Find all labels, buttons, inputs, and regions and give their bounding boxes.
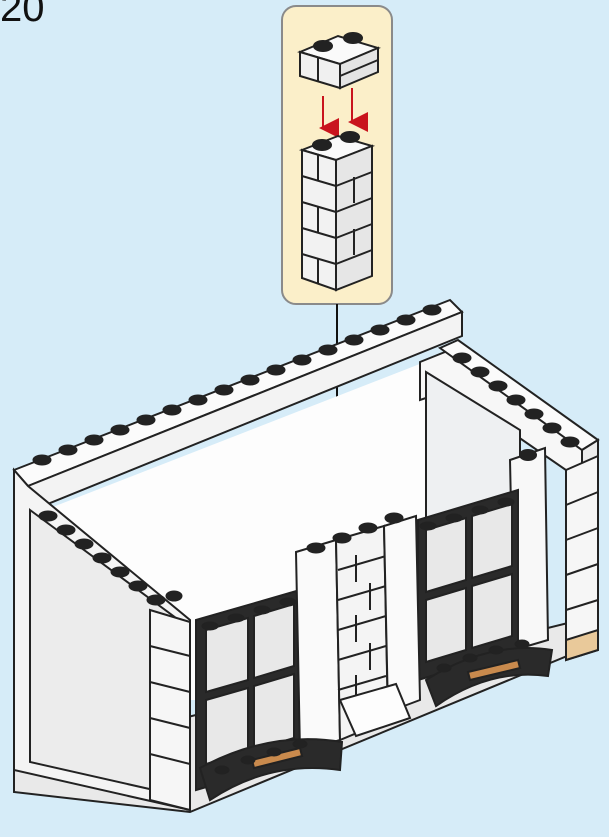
attach-direction-arrows	[319, 88, 368, 138]
stud-row-left	[38, 510, 183, 606]
single-brick-piece	[297, 32, 381, 90]
stud-row-right	[452, 352, 580, 448]
stud-row-back	[32, 304, 442, 466]
building-model	[12, 298, 600, 814]
center-left-pillar	[294, 538, 342, 754]
step-number: 20	[0, 0, 45, 30]
stud-row-center	[306, 512, 404, 554]
brick-column-piece	[298, 131, 376, 292]
right-window-group	[417, 488, 519, 682]
center-right-pillar	[382, 514, 422, 714]
left-planter	[198, 738, 344, 802]
left-window-group	[195, 588, 301, 792]
stud-row-windows	[201, 497, 530, 775]
right-brick-column	[565, 454, 599, 662]
sub-assembly-callout	[281, 5, 393, 305]
left-brick-column	[149, 608, 191, 812]
door-steps	[338, 682, 412, 738]
